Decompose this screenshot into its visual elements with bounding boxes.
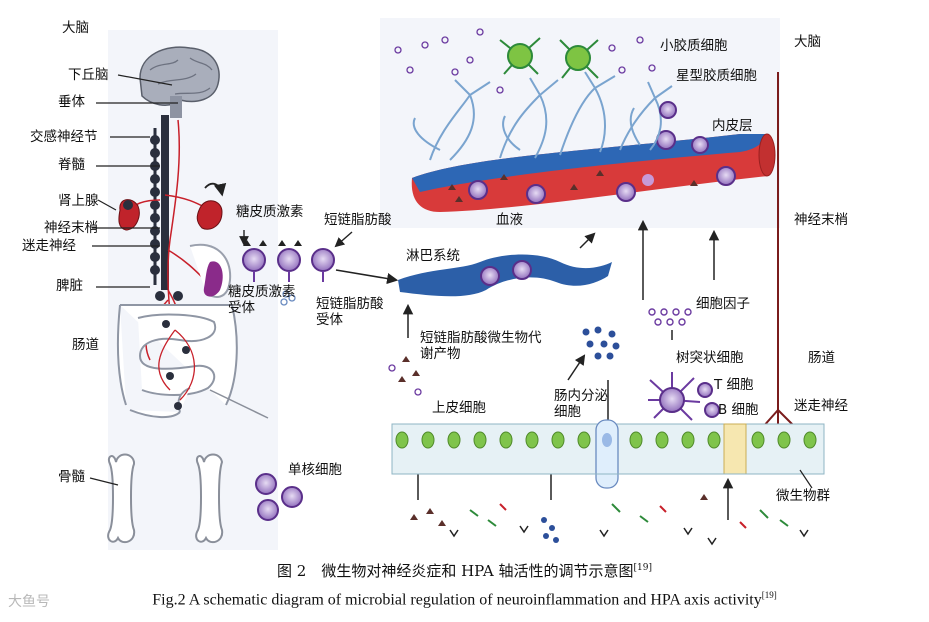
label-vagus-left: 迷走神经 (22, 238, 76, 254)
brain-immune-cells (659, 101, 709, 154)
monocyte-cluster (255, 473, 303, 521)
label-cytokine: 细胞因子 (696, 296, 750, 312)
label-microglia: 小胶质细胞 (660, 38, 728, 54)
brain-particles (394, 28, 656, 94)
caption-chinese-text: 图 2 微生物对神经炎症和 HPA 轴活性的调节示意图 (277, 562, 634, 580)
blood-vessel (411, 133, 776, 212)
label-b-cell: B 细胞 (718, 402, 759, 418)
label-adrenal: 肾上腺 (58, 193, 99, 209)
label-nerve-terminal-left: 神经末梢 (44, 220, 98, 236)
spleen-shape (203, 261, 223, 297)
microbiota-lumen (410, 494, 809, 546)
label-scfa-metabolite: 短链脂肪酸微生物代谢产物 (420, 330, 542, 362)
label-intestine-left: 肠道 (72, 337, 99, 353)
caption-english: Fig.2 A schematic diagram of microbial r… (0, 590, 929, 609)
blood-cells (468, 130, 736, 204)
bone-panel-bg (108, 430, 278, 550)
label-bone-marrow: 骨髓 (58, 469, 85, 485)
label-epithelial: 上皮细胞 (432, 400, 486, 416)
caption-english-ref: [19] (761, 590, 777, 600)
label-sympathetic-ganglion: 交感神经节 (30, 129, 98, 145)
label-scfa-receptor: 短链脂肪酸受体 (316, 296, 384, 328)
epithelium (391, 419, 825, 489)
label-pituitary: 垂体 (58, 94, 85, 110)
label-spleen: 脾脏 (56, 278, 83, 294)
vessel-molecules (448, 170, 698, 202)
label-microbiota: 微生物群 (776, 488, 830, 504)
label-enteroendocrine: 肠内分泌细胞 (554, 388, 608, 420)
label-scfa: 短链脂肪酸 (324, 212, 392, 228)
cytokine-dots (648, 308, 692, 326)
label-lymphatic: 淋巴系统 (406, 248, 460, 264)
brain-illustration (139, 46, 220, 118)
t-cell-shape (697, 382, 713, 398)
label-gc-receptor: 糖皮质激素受体 (228, 284, 296, 316)
label-intestine-right: 肠道 (808, 350, 835, 366)
astrocyte-network (412, 71, 673, 161)
bone-left (107, 453, 136, 544)
gut-nerve-nodes (155, 291, 190, 410)
lymphatic-vessel (398, 254, 612, 297)
label-hypothalamus: 下丘脑 (68, 67, 109, 83)
bone-right (195, 453, 224, 544)
label-t-cell: T 细胞 (714, 377, 754, 393)
label-spinal-cord: 脊髓 (58, 157, 85, 173)
metabolite-triangles (388, 356, 422, 396)
watermark-logo: 大鱼号 (8, 594, 50, 610)
label-blood: 血液 (496, 212, 523, 228)
sympathetic-chain (150, 115, 169, 290)
gc-receptor-cells (242, 240, 335, 306)
adrenal-right (196, 200, 223, 230)
enteroendocrine-hormone-dots (582, 326, 620, 360)
caption-chinese: 图 2 微生物对神经炎症和 HPA 轴活性的调节示意图[19] (0, 560, 929, 581)
label-nerve-terminal-right: 神经末梢 (794, 212, 848, 228)
label-endothelium: 内皮层 (712, 118, 753, 134)
label-monocyte: 单核细胞 (288, 462, 342, 478)
caption-english-text: Fig.2 A schematic diagram of microbial r… (152, 591, 762, 609)
label-glucocorticoid: 糖皮质激素 (236, 204, 304, 220)
label-dendritic: 树突状细胞 (676, 350, 744, 366)
label-vagus-right: 迷走神经 (794, 398, 848, 414)
b-cell-shape (704, 402, 720, 418)
dendritic-cell (648, 372, 701, 421)
intestine-illustration (117, 304, 238, 418)
microglia-cells (499, 37, 599, 79)
label-brain-left: 大脑 (62, 20, 89, 36)
caption-chinese-ref: [19] (633, 563, 652, 573)
label-astrocyte: 星型胶质细胞 (676, 68, 757, 84)
label-brain-right: 大脑 (794, 34, 821, 50)
